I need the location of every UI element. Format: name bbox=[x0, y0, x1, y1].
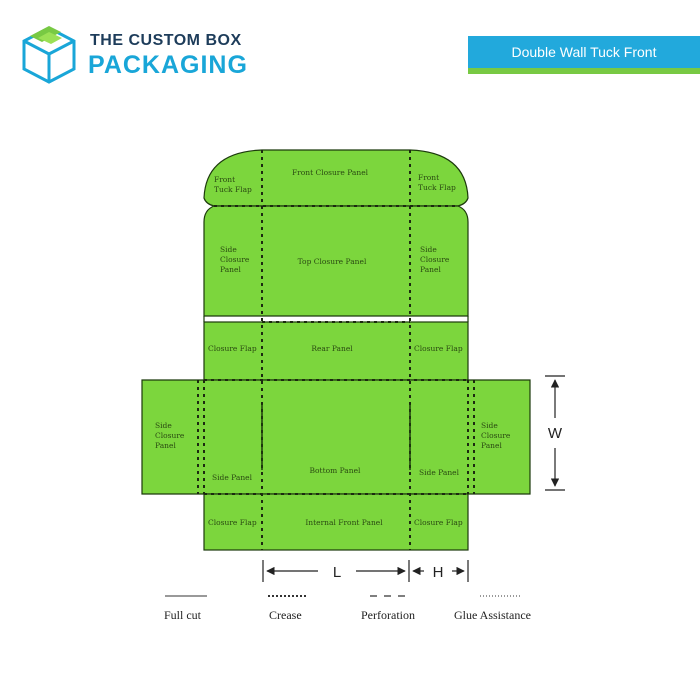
label-side-panel-right: Side Panel bbox=[419, 468, 460, 477]
label-front-closure-panel: Front Closure Panel bbox=[292, 168, 369, 177]
middle-row-shape bbox=[141, 379, 531, 495]
dimension-length bbox=[262, 560, 410, 582]
label-bottom-panel: Bottom Panel bbox=[310, 466, 362, 475]
dimension-width-label: W bbox=[548, 425, 563, 442]
label-top-closure-panel: Top Closure Panel bbox=[298, 257, 367, 266]
legend-glue-assistance: Glue Assistance bbox=[454, 608, 531, 622]
dimension-height bbox=[412, 560, 469, 582]
box-logo-icon bbox=[22, 26, 76, 84]
label-closure-flap-bottom-left: Closure Flap bbox=[208, 518, 257, 527]
legend-perforation: Perforation bbox=[361, 608, 415, 622]
dimension-width bbox=[545, 375, 565, 491]
label-closure-flap-bottom-right: Closure Flap bbox=[414, 518, 463, 527]
title-underline bbox=[468, 68, 700, 74]
dimension-height-label: H bbox=[433, 564, 444, 581]
rear-row-shape bbox=[203, 321, 469, 381]
brand-name-top: THE CUSTOM BOX bbox=[90, 32, 242, 49]
label-rear-panel: Rear Panel bbox=[311, 344, 353, 353]
label-internal-front-panel: Internal Front Panel bbox=[305, 518, 383, 527]
brand-logo[interactable]: THE CUSTOM BOX PACKAGING bbox=[18, 24, 248, 84]
page-title-banner: Double Wall Tuck Front bbox=[468, 36, 700, 68]
panels-fill bbox=[141, 149, 531, 551]
label-closure-flap-top-left: Closure Flap bbox=[208, 344, 257, 353]
label-side-panel-left: Side Panel bbox=[212, 473, 253, 482]
dimension-length-label: L bbox=[333, 564, 341, 581]
bottom-row-shape bbox=[203, 493, 469, 551]
page-title: Double Wall Tuck Front bbox=[511, 44, 657, 60]
crease-lines bbox=[197, 150, 475, 550]
legend-full-cut: Full cut bbox=[164, 608, 202, 622]
brand-name-bottom: PACKAGING bbox=[88, 51, 248, 79]
front-closure-panel-shape bbox=[203, 149, 469, 207]
legend-crease: Crease bbox=[269, 608, 302, 622]
label-closure-flap-top-right: Closure Flap bbox=[414, 344, 463, 353]
